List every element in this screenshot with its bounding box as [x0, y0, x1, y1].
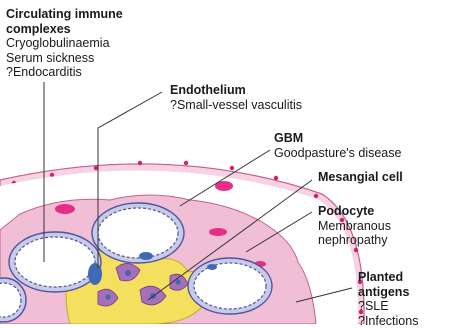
- label-membranous: Membranous: [318, 219, 391, 234]
- label-endothelium: Endothelium ?Small-vessel vasculitis: [170, 83, 302, 112]
- label-podocyte: Podocyte Membranous nephropathy: [318, 204, 391, 248]
- capillary-loop-right: [188, 258, 272, 314]
- label-mesangial-heading: Mesangial cell: [318, 170, 403, 185]
- label-cryoglobulinaemia: Cryoglobulinaemia: [6, 36, 123, 51]
- label-circulating-heading-2: complexes: [6, 22, 123, 37]
- label-serum-sickness: Serum sickness: [6, 51, 123, 66]
- label-circulating-immune-complexes: Circulating immune complexes Cryoglobuli…: [6, 7, 123, 80]
- label-planted-heading-1: Planted: [358, 270, 418, 285]
- label-gbm-heading: GBM: [274, 131, 401, 146]
- capillary-loop-left: [9, 232, 102, 292]
- label-planted-antigens: Planted antigens ?SLE ?Infections: [358, 270, 418, 328]
- label-endothelium-heading: Endothelium: [170, 83, 302, 98]
- label-podocyte-heading: Podocyte: [318, 204, 391, 219]
- label-sle: ?SLE: [358, 299, 418, 314]
- label-gbm: GBM Goodpasture's disease: [274, 131, 401, 160]
- label-small-vessel-vasculitis: ?Small-vessel vasculitis: [170, 98, 302, 113]
- label-nephropathy: nephropathy: [318, 233, 391, 248]
- label-planted-heading-2: antigens: [358, 285, 418, 300]
- label-goodpastures-disease: Goodpasture's disease: [274, 146, 401, 161]
- label-endocarditis: ?Endocarditis: [6, 65, 123, 80]
- label-circulating-heading-1: Circulating immune: [6, 7, 123, 22]
- label-mesangial-cell: Mesangial cell: [318, 170, 403, 185]
- label-infections: ?Infections: [358, 314, 418, 328]
- capillary-loop-center: [92, 203, 184, 263]
